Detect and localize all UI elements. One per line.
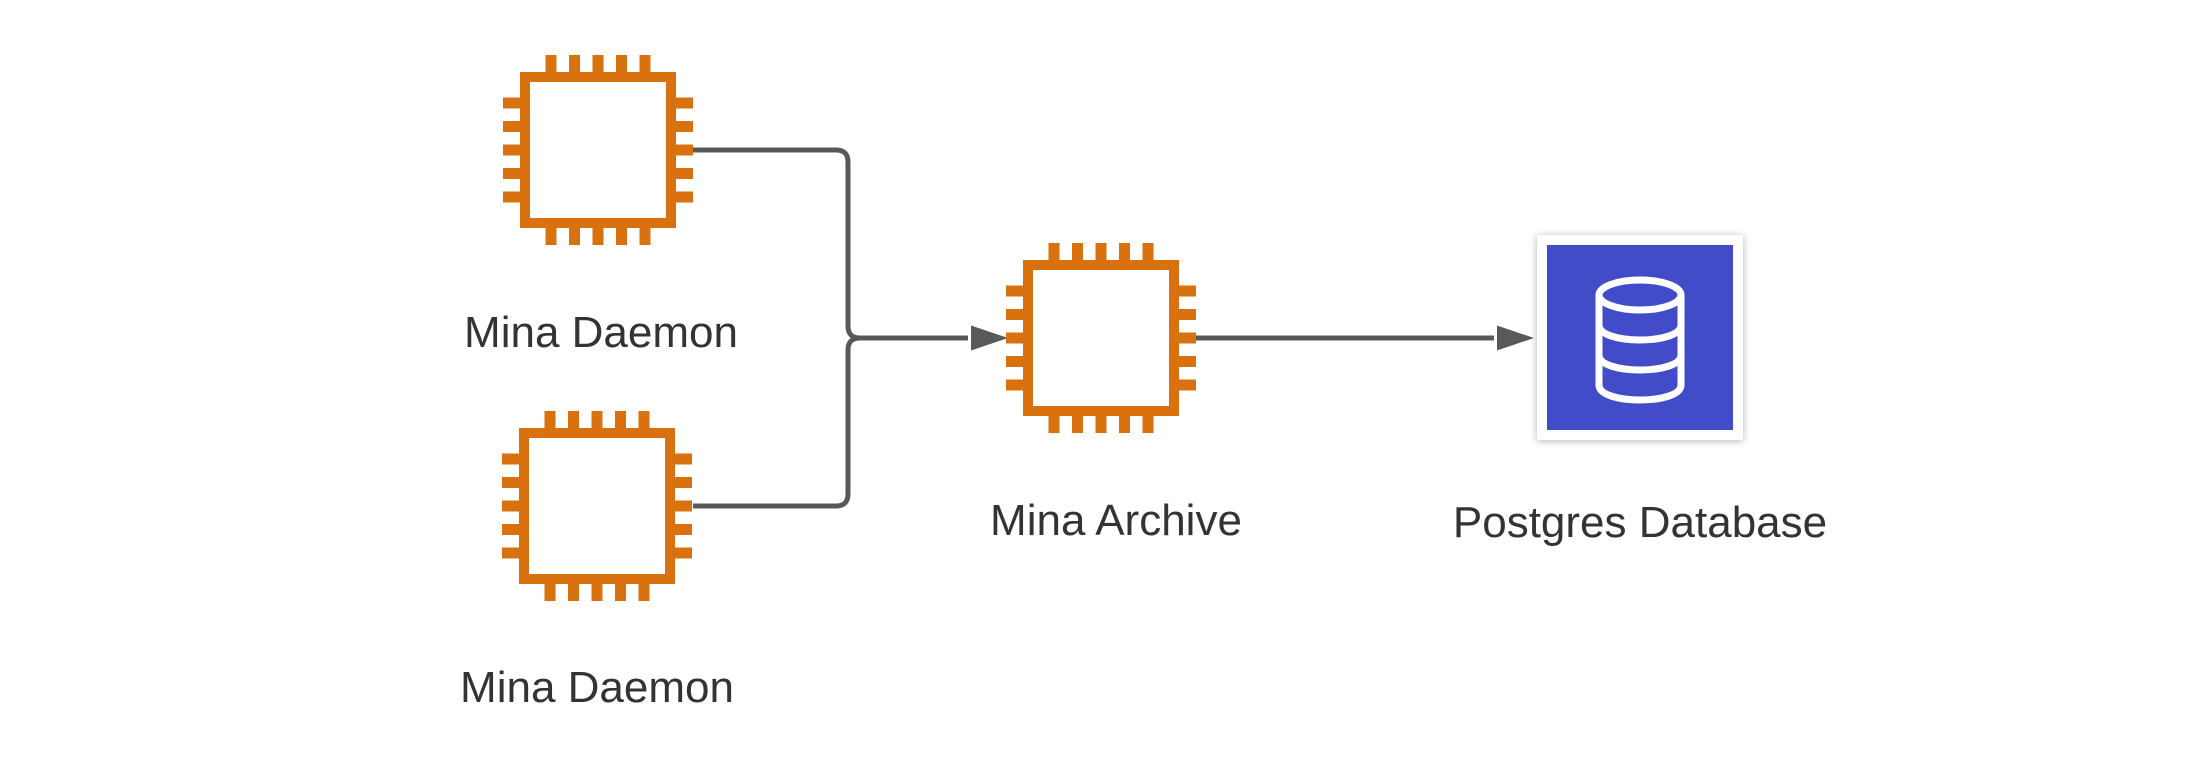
node-mina-daemon-1: Mina Daemon [464,55,738,357]
node-mina-archive: Mina Archive [990,243,1242,545]
chip-icon [1006,243,1196,433]
chip-icon [503,55,693,245]
edge-archive-to-postgres [1196,325,1534,351]
node-label: Mina Archive [990,496,1242,545]
edge-daemon2-to-archive [693,335,861,509]
edge-daemon1-to-archive [693,147,1008,351]
chip-icon [502,411,692,601]
arrowhead-icon [971,325,1008,351]
node-mina-daemon-2: Mina Daemon [460,411,734,712]
database-icon [1537,235,1743,440]
database-cylinder-glyph [1595,276,1685,404]
node-label: Postgres Database [1453,498,1827,547]
node-label: Mina Daemon [464,308,738,357]
connector-line [693,335,861,509]
node-postgres-database: Postgres Database [1453,235,1827,547]
arrowhead-icon [1497,325,1534,351]
node-label: Mina Daemon [460,663,734,712]
